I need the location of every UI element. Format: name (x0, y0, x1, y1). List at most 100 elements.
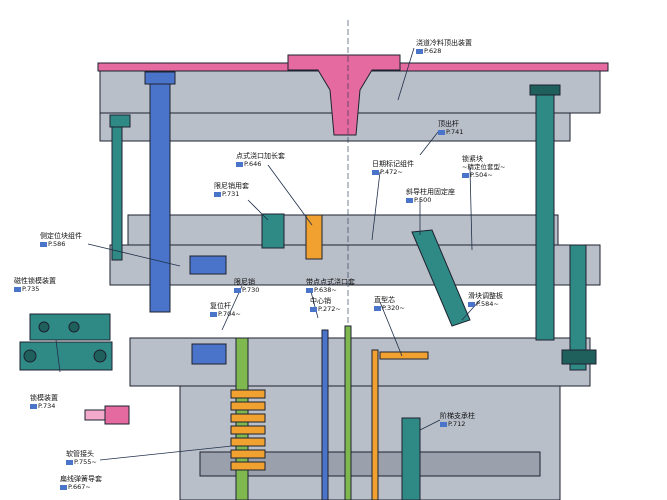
label-title: 限尼销用套 (214, 182, 249, 190)
book-icon (30, 403, 37, 409)
sprue-bushing (287, 54, 401, 136)
book-icon (40, 241, 47, 247)
label-ref: P.320~ (382, 304, 405, 312)
ref-mark: P.741 (438, 128, 463, 136)
ref-mark: P.646 (236, 160, 285, 168)
label-title: 顶出杆 (438, 120, 459, 128)
guide-pillar-right-head (529, 84, 561, 96)
label-ref: P.731 (222, 190, 240, 198)
label-title: 复位杆 (210, 302, 231, 310)
label-ref: P.741 (446, 128, 464, 136)
label-title: 侧定位块组件 (40, 232, 82, 240)
book-icon (14, 286, 21, 292)
ref-mark: P.584~ (468, 300, 503, 308)
ref-mark: P.586 (40, 240, 82, 248)
book-icon (60, 484, 67, 490)
label-title: 阶梯支承柱 (440, 412, 475, 420)
label-ref: P.272~ (318, 305, 341, 313)
guide-pillar-right (535, 84, 555, 341)
ref-mark: P.504~ (462, 171, 505, 179)
straight-core-pin (379, 351, 429, 360)
stop-bushing-part (261, 213, 285, 249)
book-icon (440, 421, 447, 427)
label-ref: P.584~ (476, 300, 499, 308)
label-title: 直型芯 (374, 296, 395, 304)
book-icon (214, 191, 221, 197)
right-clip (569, 244, 587, 371)
angle-pin (411, 229, 471, 327)
ref-mark: P.755~ (66, 458, 97, 466)
label-title: 锁模装置 (30, 394, 58, 402)
ref-mark: P.712 (440, 420, 475, 428)
label-ref: P.730 (242, 286, 260, 294)
cavity-plate (127, 214, 559, 246)
book-icon (306, 287, 313, 293)
label-ref: P.667~ (68, 483, 91, 491)
label-ref: P.586 (48, 240, 66, 248)
book-icon (438, 129, 445, 135)
side-arm-left-block (109, 114, 131, 128)
book-icon (310, 306, 317, 312)
side-positioning-block (189, 255, 227, 275)
label-title: 软管接头 (66, 450, 94, 458)
ref-mark: P.667~ (60, 483, 102, 491)
book-icon (406, 197, 413, 203)
ref-mark: P.734 (30, 402, 58, 410)
label-title: 扁线弹簧导套 (60, 475, 102, 483)
ejector-pin-orange (371, 349, 379, 500)
label-ref: P.646 (244, 160, 262, 168)
ref-mark: P.272~ (310, 305, 341, 313)
label-ref: P.628 (424, 47, 442, 55)
right-clip-head (561, 349, 597, 365)
book-icon (66, 459, 73, 465)
side-arm-left (111, 119, 123, 261)
book-icon (236, 161, 243, 167)
label-lock-block: 锁紧块~精定位套型~P.504~ (462, 155, 505, 179)
ref-mark: P.500 (406, 196, 455, 204)
stop-pin-block (191, 343, 227, 365)
book-icon (234, 287, 241, 293)
ref-mark: P.638~ (306, 286, 355, 294)
label-title: 浇道冷料顶出装置 (416, 39, 472, 47)
label-title: 锁紧块 (462, 155, 483, 163)
book-icon (462, 172, 469, 178)
guide-pillar-left (149, 71, 171, 313)
hose-connector-part (84, 405, 130, 425)
magnetic-lock-block (19, 313, 113, 371)
label-title: 限尼销 (234, 278, 255, 286)
label-ref: P.734 (38, 402, 56, 410)
return-spring (230, 389, 266, 471)
ref-mark: P.320~ (374, 304, 405, 312)
book-icon (468, 301, 475, 307)
ref-mark: P.628 (416, 47, 472, 55)
label-ref: P.472~ (380, 168, 403, 176)
book-icon (372, 169, 379, 175)
ref-mark: P.730 (234, 286, 259, 294)
label-ref: P.500 (414, 196, 432, 204)
label-sub: ~精定位套型~ (462, 163, 506, 171)
label-title: 带点点式浇口套 (306, 278, 355, 286)
ejector-pin-green (344, 325, 352, 500)
book-icon (374, 305, 381, 311)
label-title: 中心销 (310, 297, 331, 305)
ref-mark: P.472~ (372, 168, 414, 176)
label-ref: P.712 (448, 420, 466, 428)
book-icon (416, 48, 423, 54)
